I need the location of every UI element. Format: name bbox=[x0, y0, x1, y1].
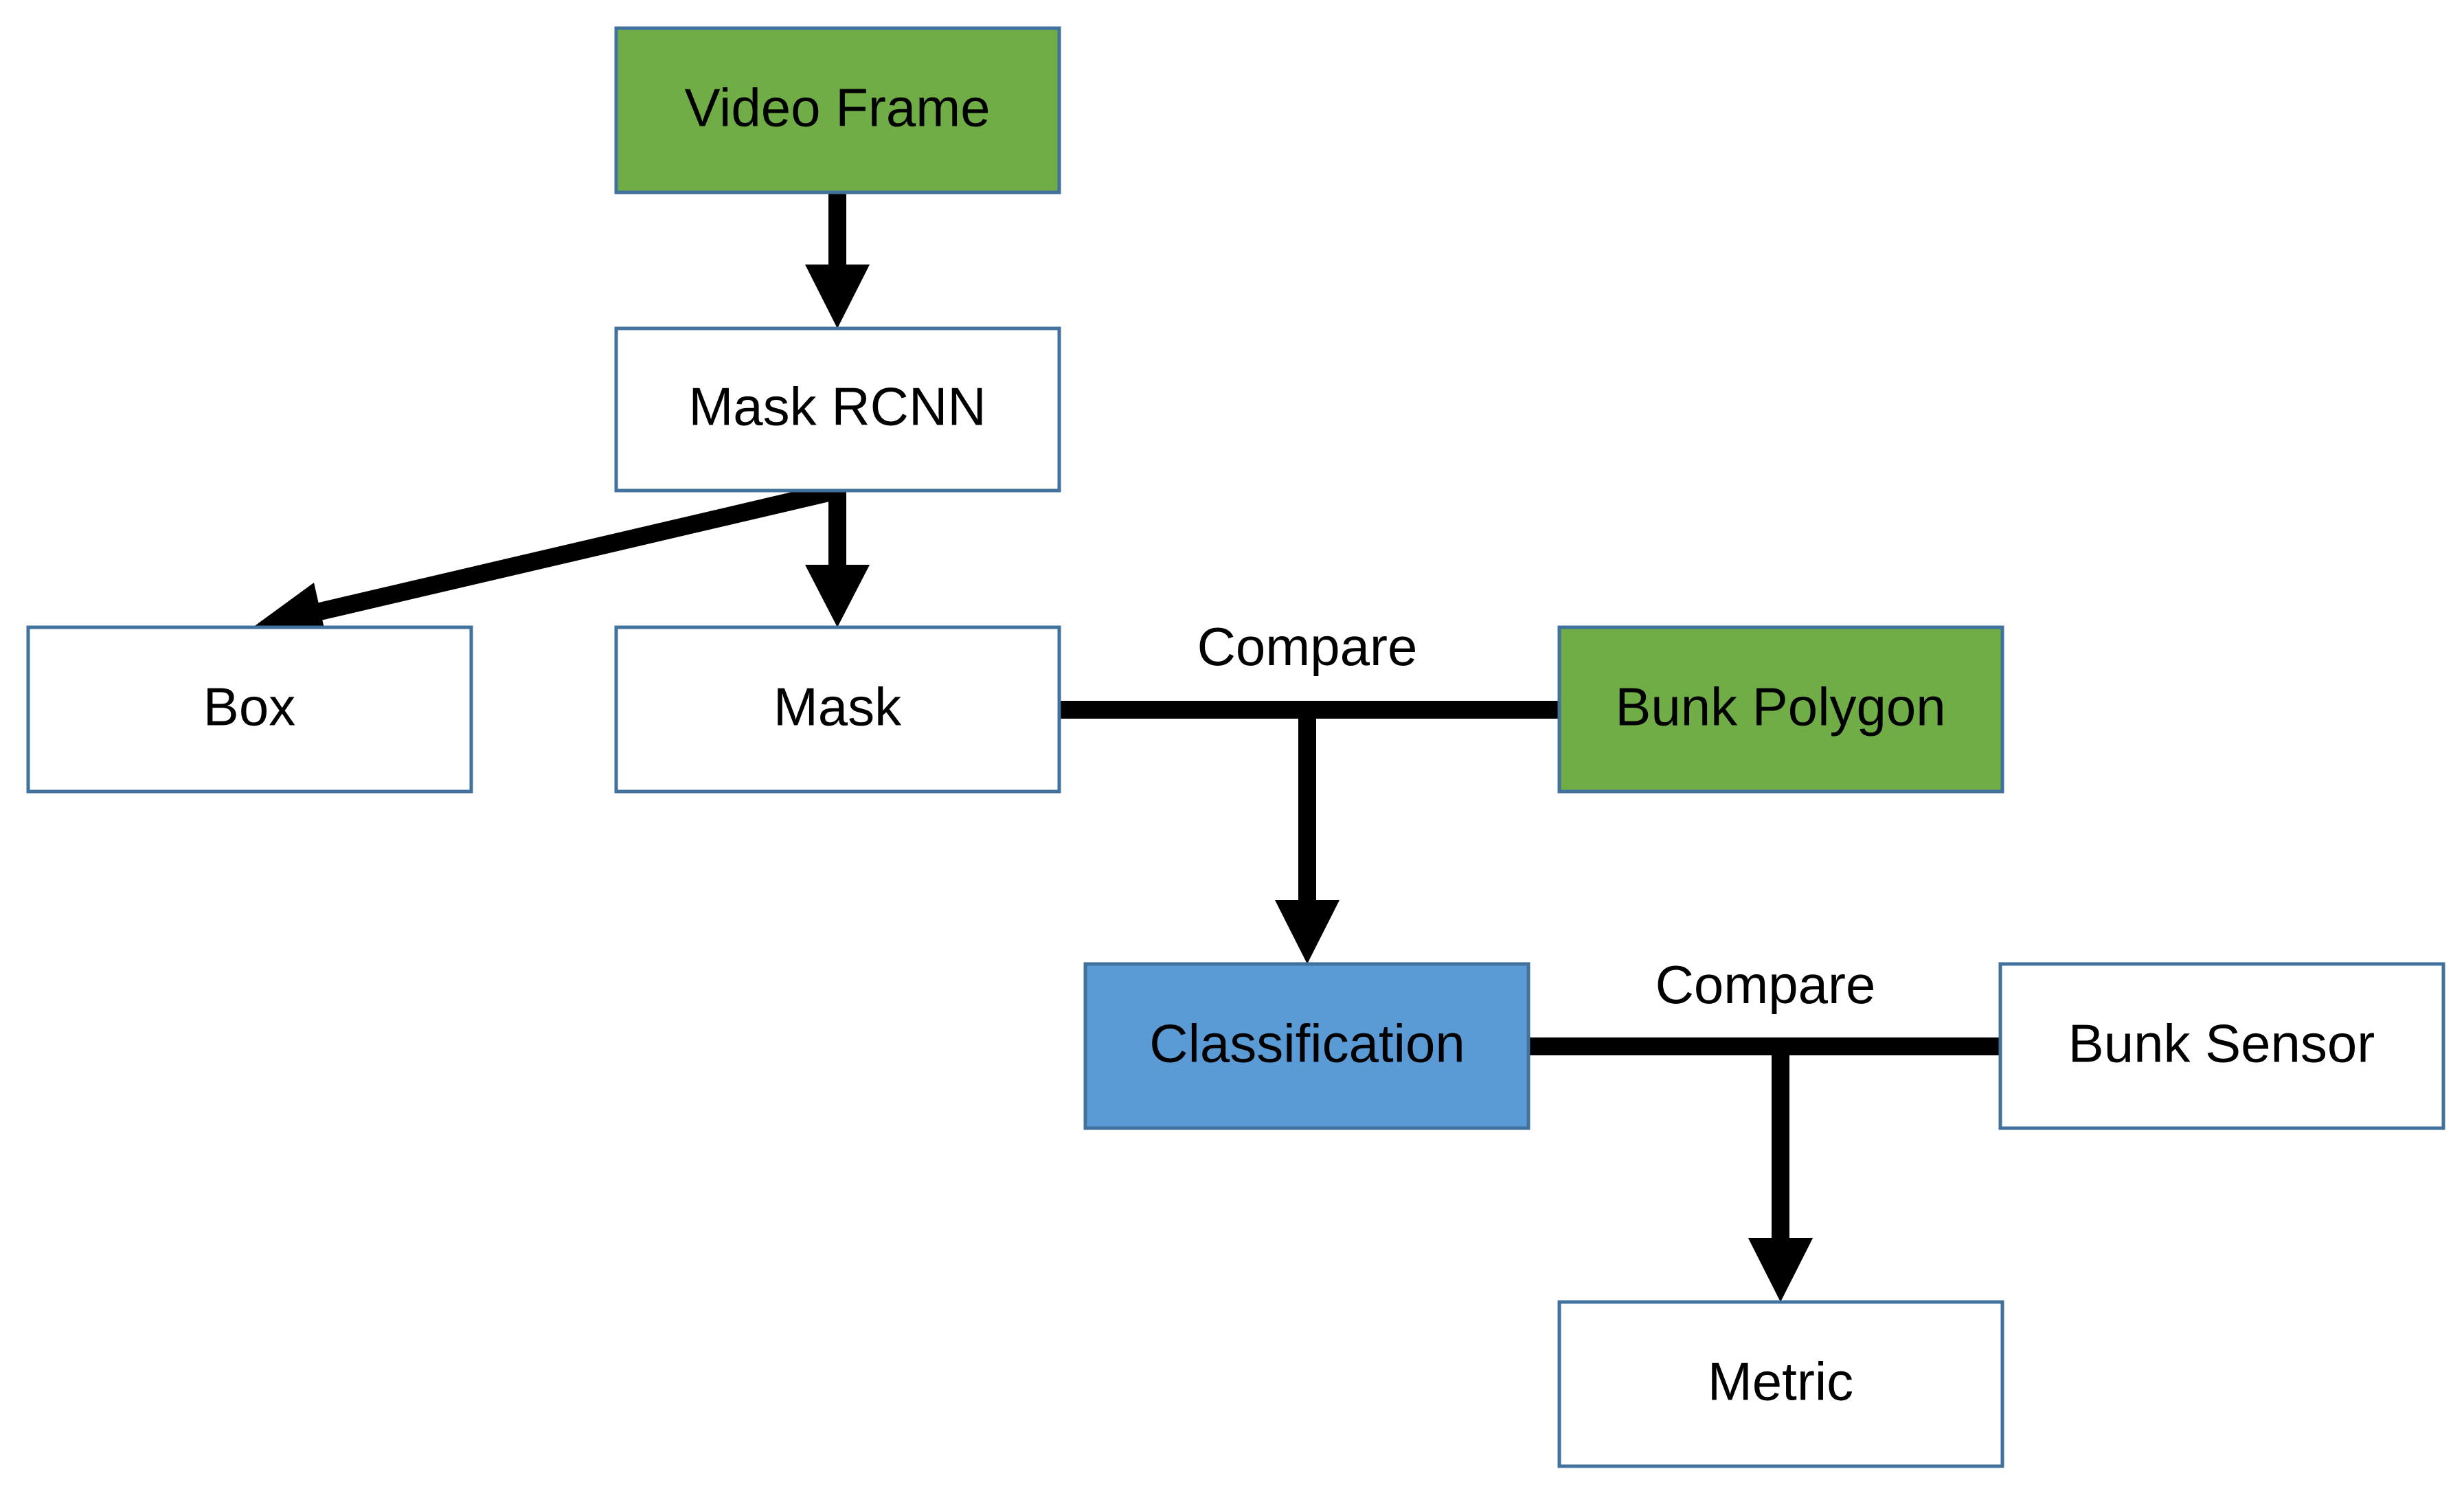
node-video-frame-box bbox=[614, 26, 1061, 194]
node-metric-box bbox=[1557, 1300, 2004, 1468]
node-classification-box bbox=[1083, 962, 1530, 1130]
node-bunk-polygon-box bbox=[1557, 625, 2004, 794]
node-classification-label: Classification bbox=[1149, 1013, 1465, 1074]
compare-label-top: Compare bbox=[1197, 616, 1418, 677]
node-video-frame-label: Video Frame bbox=[684, 78, 990, 138]
arrowhead-maskrcnn bbox=[805, 265, 870, 328]
node-box: Box bbox=[26, 625, 473, 794]
arrowhead-classification bbox=[1275, 900, 1340, 964]
node-bunk-sensor-label: Bunk Sensor bbox=[2068, 1013, 2375, 1074]
node-mask-box bbox=[614, 625, 1061, 794]
node-bunk-polygon: Bunk Polygon bbox=[1557, 625, 2004, 794]
connectors bbox=[253, 192, 2000, 1302]
node-mask-rcnn-label: Mask RCNN bbox=[688, 377, 986, 437]
node-bunk-sensor: Bunk Sensor bbox=[1998, 962, 2445, 1130]
node-bunk-polygon-label: Bunk Polygon bbox=[1615, 677, 1945, 737]
node-box-label: Box bbox=[203, 677, 295, 737]
node-metric: Metric bbox=[1557, 1300, 2004, 1468]
arrowhead-mask bbox=[805, 565, 870, 627]
node-mask-rcnn-box bbox=[614, 326, 1061, 493]
node-video-frame: Video Frame bbox=[614, 26, 1061, 194]
node-classification: Classification bbox=[1083, 962, 1530, 1130]
node-metric-label: Metric bbox=[1708, 1351, 1853, 1412]
edge-maskrcnn-to-box bbox=[300, 482, 839, 625]
node-mask-label: Mask bbox=[773, 677, 902, 737]
arrowhead-metric bbox=[1748, 1238, 1813, 1302]
compare-label-bottom: Compare bbox=[1655, 954, 1876, 1015]
node-mask-rcnn: Mask RCNN bbox=[614, 326, 1061, 493]
node-box-box bbox=[26, 625, 473, 794]
node-bunk-sensor-box bbox=[1998, 962, 2445, 1130]
node-mask: Mask bbox=[614, 625, 1061, 794]
